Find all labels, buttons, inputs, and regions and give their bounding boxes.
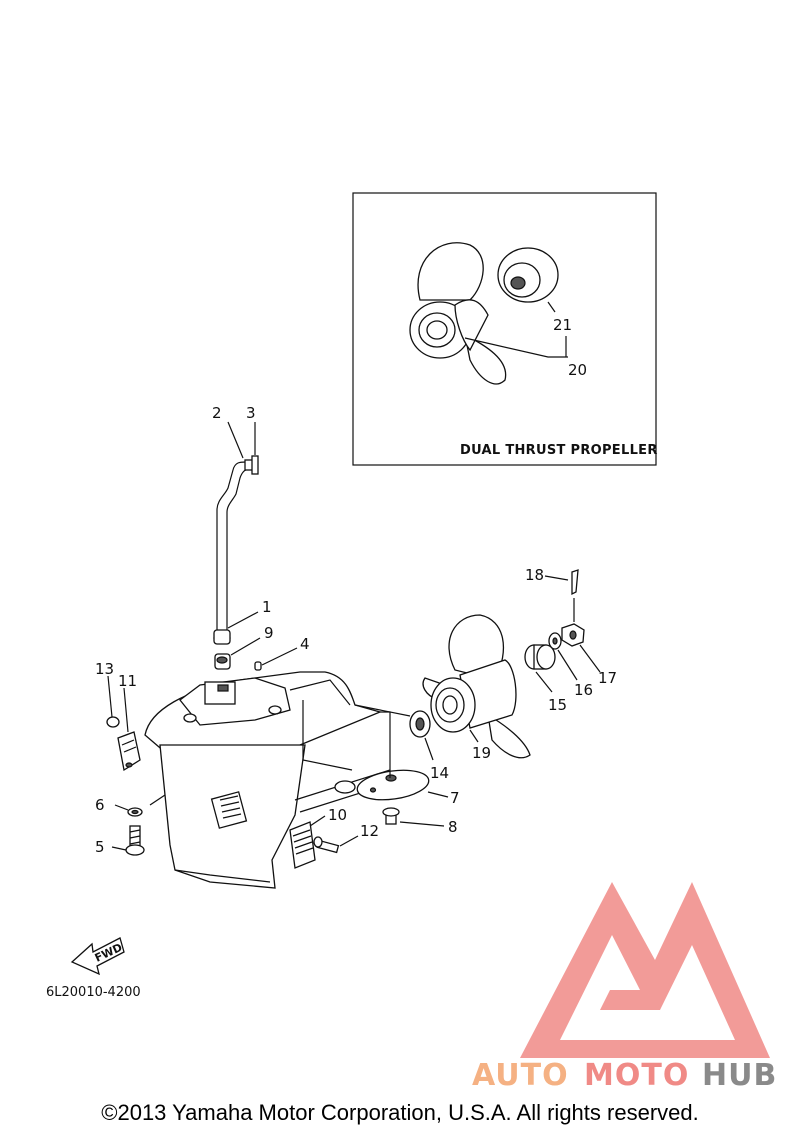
- callout-17: 17: [598, 669, 617, 687]
- fwd-arrow-icon: [70, 937, 125, 976]
- callout-16: 16: [574, 681, 593, 699]
- diagram-part-number: 6L20010-4200: [46, 985, 141, 1000]
- callout-3: 3: [246, 404, 256, 422]
- propeller: 19: [422, 614, 531, 762]
- callout-4: 4: [300, 635, 310, 653]
- callout-6: 6: [95, 796, 105, 814]
- watermark-logo: [520, 882, 770, 1058]
- callout-1: 1: [262, 598, 272, 616]
- watermark-text: AUTO MOTO HUB: [472, 1058, 777, 1093]
- lower-unit-housing: [144, 671, 396, 889]
- inset-title: DUAL THRUST PROPELLER: [460, 443, 658, 458]
- callout-8: 8: [448, 818, 458, 836]
- inset-propeller: [409, 242, 507, 385]
- water-tube-assembly: 2 3 1: [212, 404, 272, 644]
- anode-plate: 7 8: [356, 711, 460, 836]
- callout-15: 15: [548, 696, 567, 714]
- callout-11: 11: [118, 672, 137, 690]
- side-cover-right: 10 12: [289, 806, 379, 869]
- callout-12: 12: [360, 822, 379, 840]
- callout-5: 5: [95, 838, 105, 856]
- thrust-washer: 14: [354, 704, 449, 782]
- callout-2: 2: [212, 404, 222, 422]
- watermark-moto: MOTO: [584, 1058, 689, 1093]
- callout-18: 18: [525, 566, 544, 584]
- fwd-arrow: FWD: [70, 937, 125, 976]
- grommets: 9 4: [213, 624, 310, 671]
- callout-19: 19: [472, 744, 491, 762]
- watermark-hub: HUB: [702, 1058, 777, 1093]
- inset-hub: [497, 247, 559, 303]
- side-cover-left: 13 11: [95, 660, 141, 772]
- callout-14: 14: [430, 764, 449, 782]
- callout-10: 10: [328, 806, 347, 824]
- watermark-triangle-icon: [520, 882, 770, 1058]
- watermark-auto: AUTO: [472, 1058, 569, 1093]
- callout-7: 7: [450, 789, 460, 807]
- callout-9: 9: [264, 624, 274, 642]
- callout-13: 13: [95, 660, 114, 678]
- inset-frame: [352, 192, 657, 466]
- callout-21: 21: [553, 316, 572, 334]
- callout-20: 20: [568, 361, 587, 379]
- inset-dual-thrust: 21 20 DUAL THRUST PROPELLER: [352, 192, 658, 466]
- washer-bolt-5-6: 6 5: [95, 794, 166, 856]
- prop-hardware: 15 16 17 18: [524, 566, 617, 714]
- copyright-notice: ©2013 Yamaha Motor Corporation, U.S.A. A…: [101, 1100, 699, 1125]
